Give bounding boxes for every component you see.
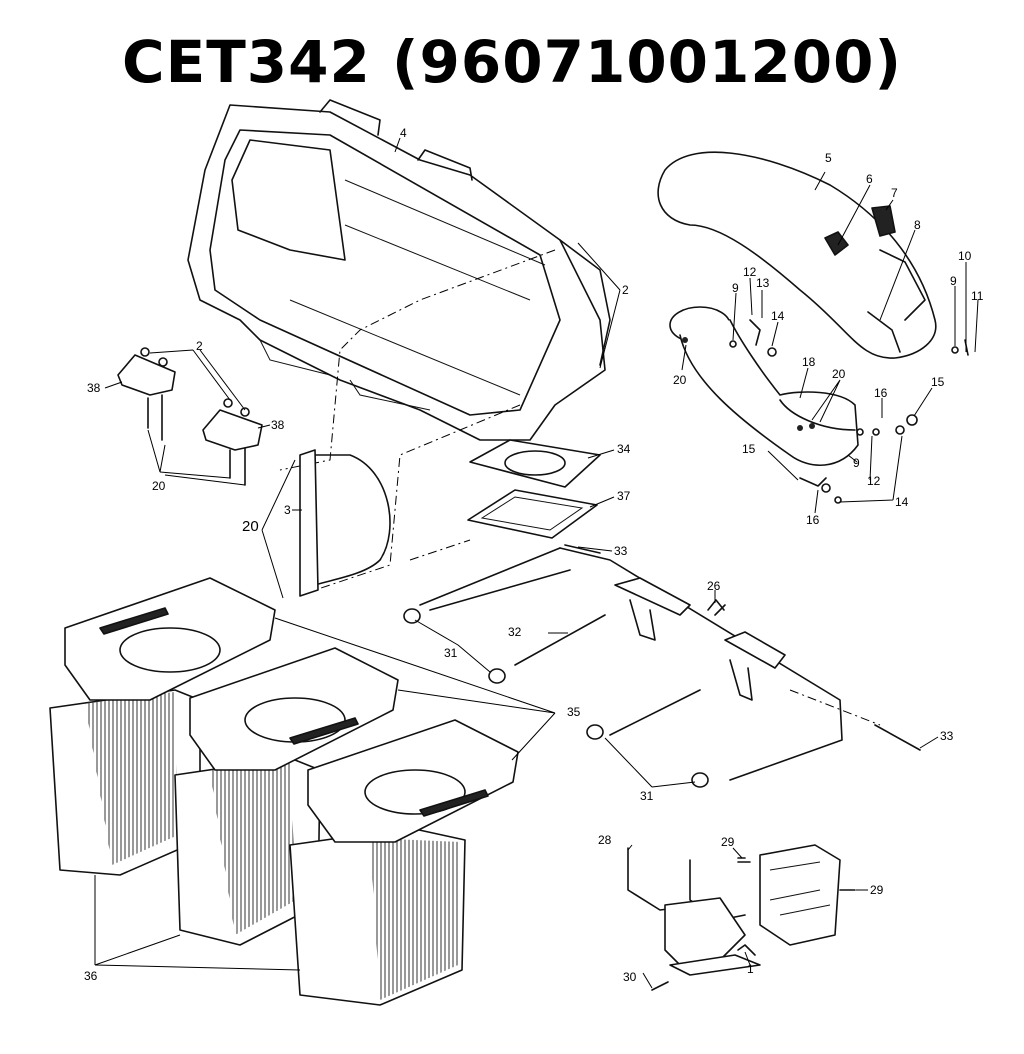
part-label-5: 5 bbox=[825, 151, 832, 165]
part-label-10: 10 bbox=[958, 249, 972, 263]
part-label-20-left: 20 bbox=[152, 479, 166, 493]
part-label-4: 4 bbox=[400, 126, 407, 140]
support-frame bbox=[403, 544, 921, 788]
grass-catcher-housing bbox=[187, 99, 611, 441]
part-label-32: 32 bbox=[508, 625, 522, 639]
part-label-16-top: 16 bbox=[874, 386, 888, 400]
part-label-6: 6 bbox=[866, 172, 873, 186]
part-label-31-lower: 31 bbox=[640, 789, 654, 803]
part-label-9-lower: 9 bbox=[853, 456, 860, 470]
part-label-15-left: 15 bbox=[742, 442, 756, 456]
part-label-33-bottom: 33 bbox=[940, 729, 954, 743]
part-label-36: 36 bbox=[84, 969, 98, 983]
part-label-2-top: 2 bbox=[622, 283, 629, 297]
part-label-20-adapter: 20 bbox=[673, 373, 687, 387]
part-label-31-upper: 31 bbox=[444, 646, 458, 660]
collection-bags bbox=[49, 689, 466, 1006]
part-label-20-right: 20 bbox=[832, 367, 846, 381]
part-label-28: 28 bbox=[598, 833, 612, 847]
part-label-11: 11 bbox=[971, 289, 984, 303]
part-label-9-right: 9 bbox=[950, 274, 957, 288]
collection-baskets bbox=[64, 577, 519, 843]
part-label-35: 35 bbox=[567, 705, 581, 719]
part-label-15-right: 15 bbox=[931, 375, 945, 389]
part-label-18: 18 bbox=[802, 355, 816, 369]
mesh-screen bbox=[299, 449, 391, 597]
part-label-37: 37 bbox=[617, 489, 631, 503]
part-label-14-top: 14 bbox=[771, 309, 785, 323]
part-label-8: 8 bbox=[914, 218, 921, 232]
part-label-29-right: 29 bbox=[870, 883, 884, 897]
part-label-26: 26 bbox=[707, 579, 721, 593]
part-label-29-left: 29 bbox=[721, 835, 735, 849]
diagram-title: CET342 (96071001200) bbox=[122, 28, 902, 96]
part-label-1: 1 bbox=[747, 962, 754, 976]
chute-adapter bbox=[669, 306, 859, 466]
part-label-34: 34 bbox=[617, 442, 631, 456]
part-label-3: 3 bbox=[284, 503, 291, 517]
part-label-33-top: 33 bbox=[614, 544, 628, 558]
part-label-2-left: 2 bbox=[196, 339, 203, 353]
leader-lines bbox=[94, 137, 979, 989]
part-label-7: 7 bbox=[891, 186, 898, 200]
part-label-16-lower: 16 bbox=[806, 513, 820, 527]
part-label-14-lower: 14 bbox=[895, 495, 909, 509]
mounting-bracket bbox=[627, 844, 856, 991]
bracket-38-left bbox=[117, 347, 176, 441]
part-label-13: 13 bbox=[756, 276, 770, 290]
part-label-12-top: 12 bbox=[743, 265, 757, 279]
bracket-38-right bbox=[202, 398, 263, 486]
part-label-20-screen: 20 bbox=[242, 518, 259, 535]
discharge-chute bbox=[657, 151, 937, 359]
part-label-9-mid: 9 bbox=[732, 281, 739, 295]
gasket-34 bbox=[469, 439, 601, 488]
part-label-12-lower: 12 bbox=[867, 474, 881, 488]
gasket-37 bbox=[467, 489, 598, 539]
part-label-38-left: 38 bbox=[87, 381, 101, 395]
part-label-30: 30 bbox=[623, 970, 637, 984]
part-label-38-right: 38 bbox=[271, 418, 285, 432]
